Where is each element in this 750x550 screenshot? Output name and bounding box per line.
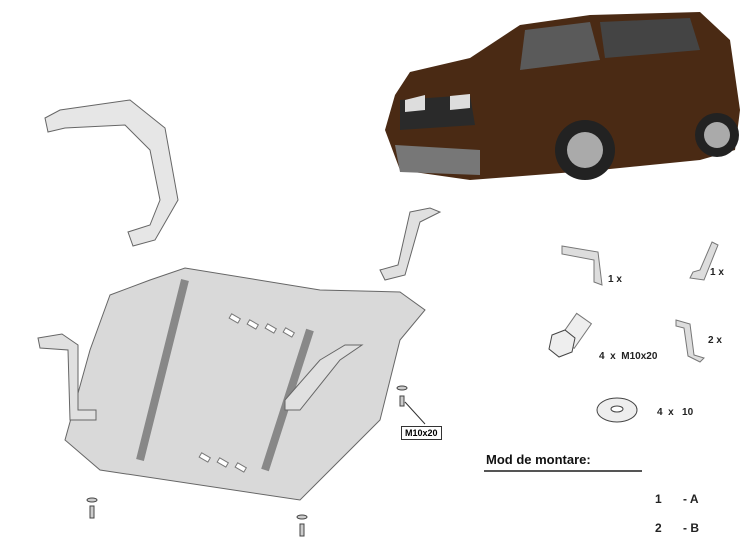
part-icons [548, 241, 719, 423]
title-underline [484, 470, 642, 472]
part-qty-small-bracket: 1 x [710, 267, 724, 278]
skid-plate [64, 267, 426, 501]
mounting-num-1: 1 [655, 492, 662, 506]
part-qty-bolt: 4 x M10x20 [599, 351, 658, 362]
mounting-code-1: - A [683, 492, 699, 506]
mounting-title: Mod de montare: [486, 452, 591, 467]
bracket-top [44, 99, 179, 247]
car-image [385, 12, 740, 180]
mounting-num-2: 2 [655, 521, 662, 535]
part-qty-washer: 4 x 10 [657, 407, 694, 418]
side-brackets [37, 207, 442, 421]
part-qty-z-bracket: 2 x [708, 335, 722, 346]
fasteners [86, 385, 426, 537]
mounting-code-2: - B [683, 521, 699, 535]
part-qty-large-bracket: 1 x [608, 274, 622, 285]
bolt-callout: M10x20 [401, 426, 442, 440]
